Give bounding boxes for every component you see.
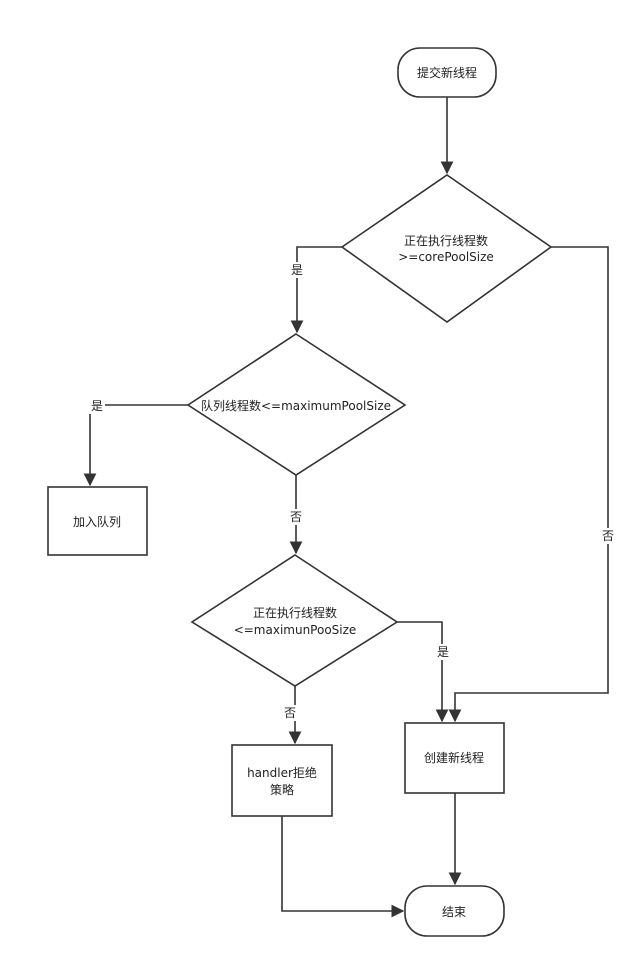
reject-node: handler拒绝 策略 [231,744,333,817]
decision-max-pool-line1: 正在执行线程数 [253,605,337,620]
decision-max-pool-line2: <=maximunPooSize [234,623,357,637]
edge-core-no-to-create-thread [448,246,609,723]
start-node: 提交新线程 [397,47,497,98]
edge-label-queue-no: 否 [288,509,304,525]
edge-label-core-no: 否 [600,528,616,544]
svg-text:是: 是 [437,645,449,659]
decision-max-pool: 正在执行线程数 <=maximunPooSize [190,554,399,687]
svg-text:是: 是 [91,399,103,413]
decision-queue-label: 队列线程数<=maximumPoolSize [201,398,391,413]
svg-text:否: 否 [602,529,614,543]
edge-label-queue-yes: 是 [89,398,105,414]
svg-text:否: 否 [290,510,302,524]
edge-label-core-yes: 是 [289,262,305,278]
create-thread-node: 创建新线程 [404,722,505,794]
decision-core-pool: 正在执行线程数 >=corePoolSize [340,174,553,323]
decision-queue: 队列线程数<=maximumPoolSize [186,333,407,476]
enqueue-node: 加入队列 [47,486,148,556]
reject-node-line1: handler拒绝 [247,765,317,780]
end-node: 结束 [404,885,505,937]
edge-reject-to-end [281,816,405,918]
svg-text:否: 否 [284,706,296,720]
start-node-label: 提交新线程 [417,65,477,80]
edge-label-max-no: 否 [282,705,298,721]
decision-core-pool-line1: 正在执行线程数 [404,233,488,248]
enqueue-node-label: 加入队列 [73,514,121,529]
edge-core-yes-to-queue-check [290,246,342,334]
end-node-label: 结束 [442,905,466,919]
edge-label-max-yes: 是 [435,644,451,660]
edge-queue-yes-to-enqueue [83,404,188,487]
create-thread-node-label: 创建新线程 [424,750,484,765]
svg-text:是: 是 [291,263,303,277]
reject-node-line2: 策略 [270,782,294,797]
edge-max-yes-to-create-thread [397,621,449,723]
decision-core-pool-line2: >=corePoolSize [398,250,494,264]
